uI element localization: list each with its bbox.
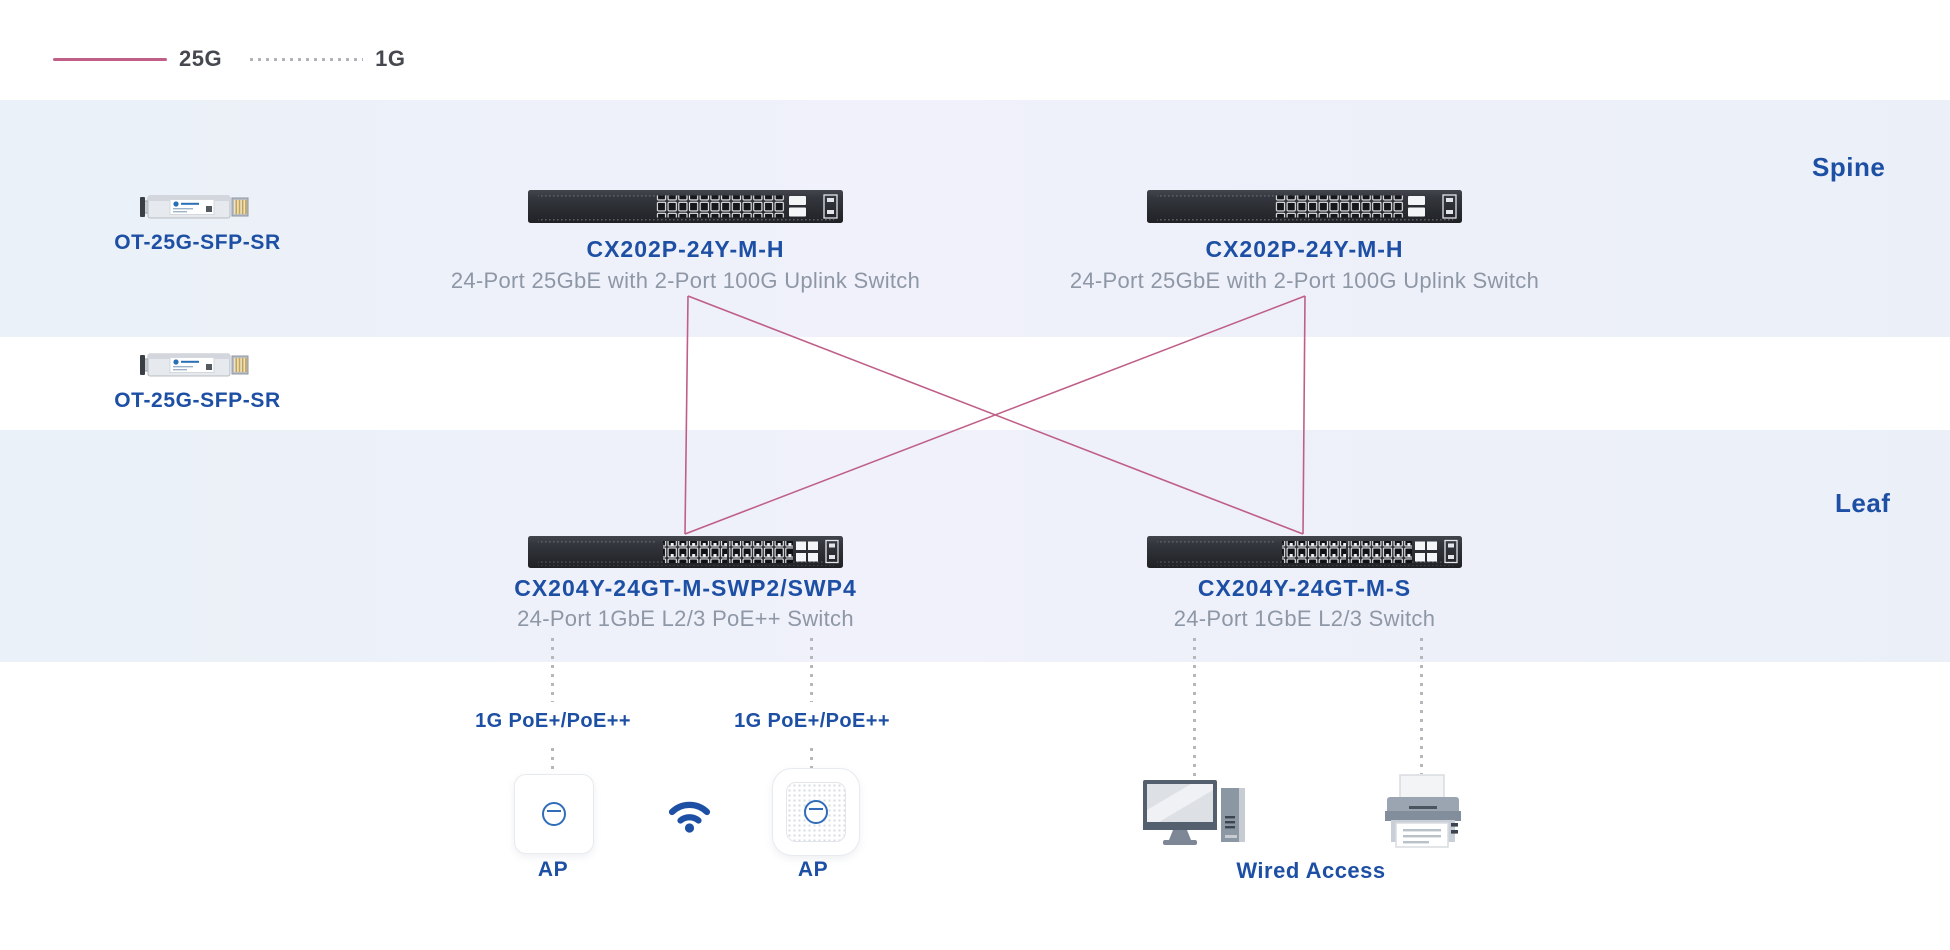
spine-right-model: CX202P-24Y-M-H — [1205, 236, 1404, 262]
spine-left-description: 24-Port 25GbE with 2-Port 100G Uplink Sw… — [450, 268, 921, 293]
spine-switch-image — [528, 190, 843, 223]
25g-legend-label: 25G — [179, 46, 223, 71]
transceiver-top-label: OT-25G-SFP-SR — [114, 231, 281, 254]
transceiver-bottom: OT-25G-SFP-SR — [90, 350, 305, 413]
1g-link-computer — [1193, 638, 1196, 780]
1g-link-legend-line — [250, 57, 364, 61]
legend: 25G 1G — [53, 46, 405, 72]
leaf-switch-image — [1147, 536, 1462, 568]
1g-legend-label: 1G — [375, 46, 406, 71]
sfp-transceiver-icon — [140, 353, 249, 377]
leaf-right-description: 24-Port 1GbE L2/3 Switch — [1173, 606, 1436, 631]
leaf-switch-image — [528, 536, 843, 568]
wifi-icon — [668, 801, 711, 833]
spine-left-model: CX202P-24Y-M-H — [586, 236, 785, 262]
sfp-transceiver-icon — [140, 195, 249, 219]
ap-left-label: AP — [537, 858, 569, 881]
25g-link-legend-line — [53, 57, 167, 61]
1g-link-ap-right-lower — [810, 748, 813, 768]
spine-switch-right: CX202P-24Y-M-H 24-Port 25GbE with 2-Port… — [1070, 190, 1539, 293]
access-point-icon — [772, 768, 860, 856]
spine-layer-label: Spine — [1812, 152, 1886, 182]
1g-link-printer — [1420, 638, 1423, 774]
leaf-band — [0, 430, 1950, 662]
leaf-left-model: CX204Y-24GT-M-SWP2/SWP4 — [514, 575, 857, 601]
transceiver-bottom-label: OT-25G-SFP-SR — [114, 389, 281, 412]
spine-switch-image — [1147, 190, 1462, 223]
access-point-icon — [514, 774, 594, 854]
transceiver-top: OT-25G-SFP-SR — [90, 192, 305, 255]
leaf-right-model: CX204Y-24GT-M-S — [1197, 575, 1412, 601]
ap-right-label: AP — [797, 858, 829, 881]
leaf-layer-label: Leaf — [1835, 488, 1891, 518]
spine-right-description: 24-Port 25GbE with 2-Port 100G Uplink Sw… — [1069, 268, 1540, 293]
1g-link-ap-right-upper — [810, 638, 813, 702]
ap-logo — [804, 800, 828, 824]
leaf-left-description: 24-Port 1GbE L2/3 PoE++ Switch — [517, 606, 854, 631]
1g-link-ap-left-upper — [551, 638, 554, 702]
desktop-computer-icon — [1143, 780, 1245, 845]
poe-link-label-left: 1G PoE+/PoE++ — [475, 710, 631, 732]
leaf-switch-left: CX204Y-24GT-M-SWP2/SWP4 24-Port 1GbE L2/… — [514, 536, 856, 631]
ap-grille — [786, 782, 846, 842]
poe-link-label-right: 1G PoE+/PoE++ — [734, 710, 890, 732]
ap-logo — [542, 802, 566, 826]
wired-access-label: Wired Access — [1236, 858, 1386, 883]
leaf-switch-right: CX204Y-24GT-M-S 24-Port 1GbE L2/3 Switch — [1147, 536, 1462, 631]
spine-switch-left: CX202P-24Y-M-H 24-Port 25GbE with 2-Port… — [451, 190, 920, 293]
printer-icon — [1385, 774, 1461, 848]
1g-link-ap-left-lower — [551, 748, 554, 772]
